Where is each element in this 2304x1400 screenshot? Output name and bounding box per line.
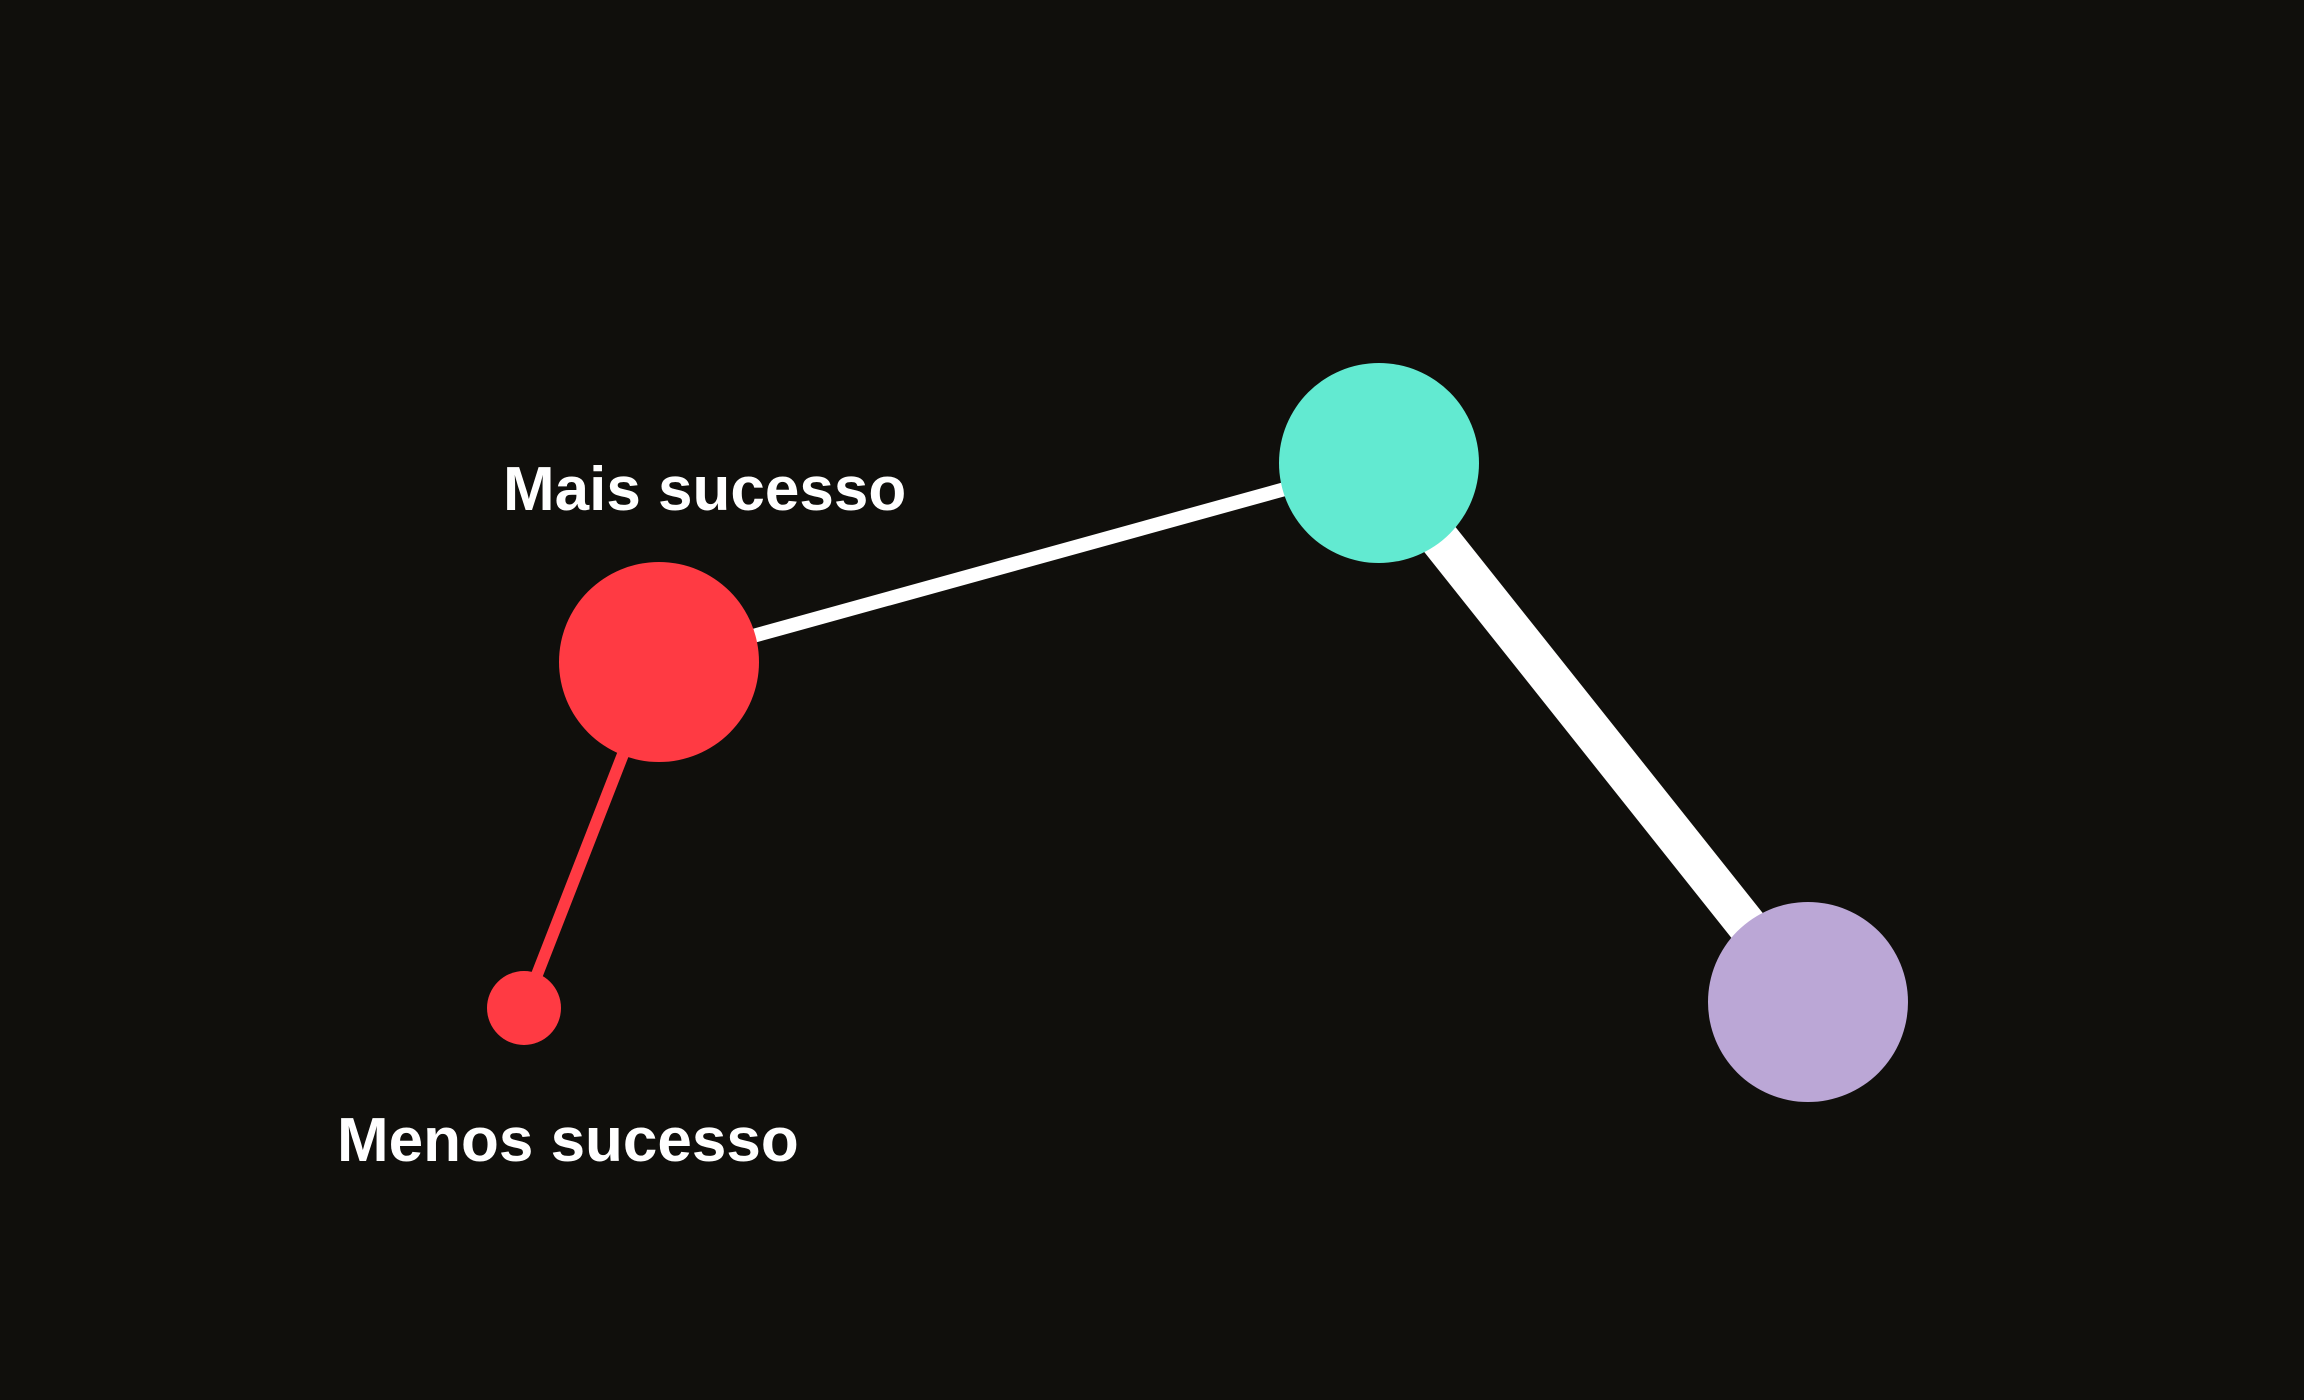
- node-red: [559, 562, 759, 762]
- link-teal-to-lavender: [1363, 450, 1824, 1015]
- node-lavender: [1708, 902, 1908, 1102]
- link-red-to-teal: [657, 456, 1381, 669]
- node-teal: [1279, 363, 1479, 563]
- node-small-red: [487, 971, 561, 1045]
- label-less-success: Menos sucesso: [337, 1106, 799, 1175]
- label-more-success: Mais sucesso: [503, 455, 906, 524]
